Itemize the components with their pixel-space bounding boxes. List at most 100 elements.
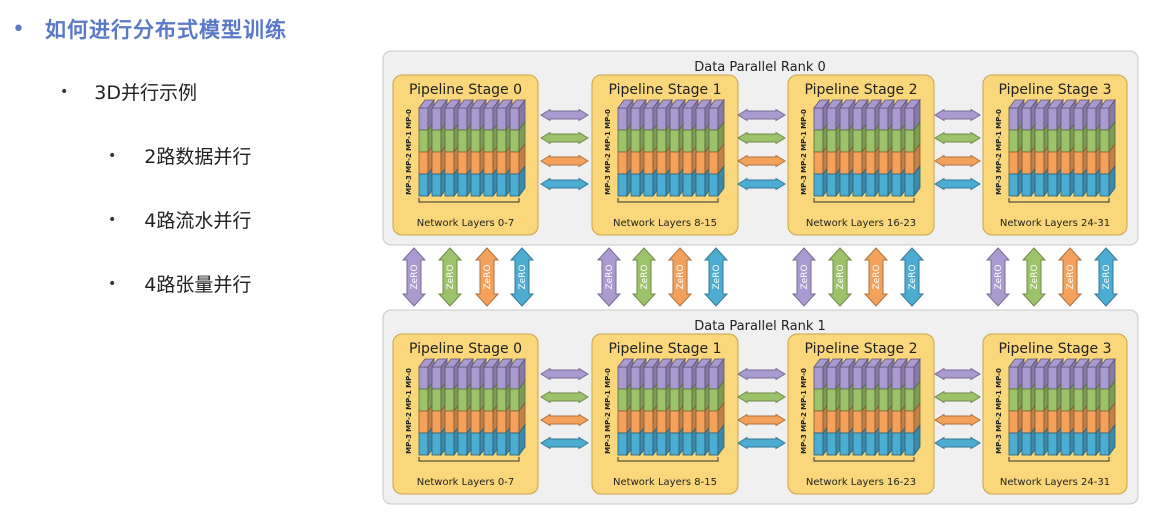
bullet-dot-icon: • [60,83,69,100]
layer-front-face [483,388,494,412]
layer-front-face [1047,432,1058,456]
mp-label: MP-0 [604,368,612,388]
pipeline-arrow [934,108,981,122]
zero-label: ZeRO [676,264,686,289]
mp-label: MP-1 [995,131,1003,151]
layer-front-face [418,388,429,412]
bullet-text: 4路张量并行 [144,274,252,296]
layer-side-face [717,164,725,198]
bullet-dot-icon: • [108,147,117,164]
layer-front-face [483,129,494,153]
mp-label: MP-3 [995,175,1003,195]
layer-side-face [518,423,526,457]
layer-label: Network Layers 0-7 [417,218,515,229]
pipeline-arrow [737,436,786,450]
rank-label: Data Parallel Rank 0 [694,60,826,75]
layer-side-face [717,423,725,457]
pipeline-stage-0: Pipeline Stage 0MP-0MP-1MP-2MP-3Network … [392,74,539,236]
layer-front-face [708,129,719,153]
layer-front-face [878,388,889,412]
mp-label: MP-1 [800,390,808,410]
zero-arrow [985,247,1011,307]
layer-front-face [1099,151,1110,175]
stage-label: Pipeline Stage 3 [998,82,1111,98]
stage-label: Pipeline Stage 2 [804,82,917,98]
layer-front-face [852,366,863,390]
layer-front-face [904,410,915,434]
layer-front-face [839,129,850,153]
zero-label: ZeRO [994,264,1004,289]
layer-front-face [682,366,693,390]
zero-arrow [667,247,693,307]
layer-front-face [643,129,654,153]
zero-arrow [509,247,535,307]
layer-top-face [1047,99,1064,109]
layer-top-face [630,99,647,109]
layer-front-face [1086,151,1097,175]
layer-front-face [695,173,706,197]
layer-front-face [418,432,429,456]
layer-label: Network Layers 8-15 [613,477,717,488]
layer-top-face [1060,358,1077,368]
zero-arrow [1093,247,1119,307]
layer-front-face [904,129,915,153]
layer-front-face [1060,388,1071,412]
layer-front-face [878,173,889,197]
layer-front-face [878,432,889,456]
mp-label: MP-1 [405,390,413,410]
mp-label: MP-2 [405,412,413,432]
zero-label: ZeRO [518,264,528,289]
pipeline-stage-0: Pipeline Stage 0MP-0MP-1MP-2MP-3Network … [392,333,539,495]
layer-front-face [891,366,902,390]
pipeline-arrow [540,413,589,427]
layer-front-face [839,388,850,412]
layer-front-face [878,107,889,131]
layer-front-face [813,107,824,131]
zero-label: ZeRO [908,264,918,289]
layer-front-face [496,432,507,456]
layer-front-face [444,432,455,456]
layer-front-face [1086,173,1097,197]
layer-top-face [1099,99,1116,109]
layer-front-face [891,173,902,197]
layer-front-face [418,366,429,390]
layer-top-face [418,99,435,109]
layer-front-face [444,129,455,153]
layer-front-face [1086,129,1097,153]
zero-arrow [1057,247,1083,307]
pipeline-arrow [737,154,786,168]
layer-front-face [1034,410,1045,434]
layer-front-face [1008,173,1019,197]
layer-front-face [496,151,507,175]
layer-top-face [1008,99,1025,109]
layer-front-face [904,366,915,390]
layer-top-face [1008,358,1025,368]
layer-front-face [826,151,837,175]
layer-front-face [1047,410,1058,434]
layer-front-face [496,107,507,131]
layer-side-face [913,423,921,457]
layer-front-face [682,129,693,153]
zero-arrow [791,247,817,307]
layer-front-face [682,388,693,412]
layer-front-face [904,388,915,412]
layer-front-face [1034,129,1045,153]
layer-front-face [431,388,442,412]
zero-arrow [474,247,500,307]
layer-top-face [852,99,869,109]
layer-front-face [1099,432,1110,456]
pipeline-arrow [934,177,981,191]
layer-front-face [865,107,876,131]
zero-arrow [899,247,925,307]
layer-front-face [630,107,641,131]
layer-brace [1008,457,1110,462]
layer-front-face [891,410,902,434]
layer-front-face [457,388,468,412]
layer-top-face [813,358,830,368]
layer-front-face [509,173,520,197]
zero-label: ZeRO [836,264,846,289]
layer-top-face [457,99,474,109]
layer-top-face [891,358,908,368]
layer-front-face [1060,107,1071,131]
